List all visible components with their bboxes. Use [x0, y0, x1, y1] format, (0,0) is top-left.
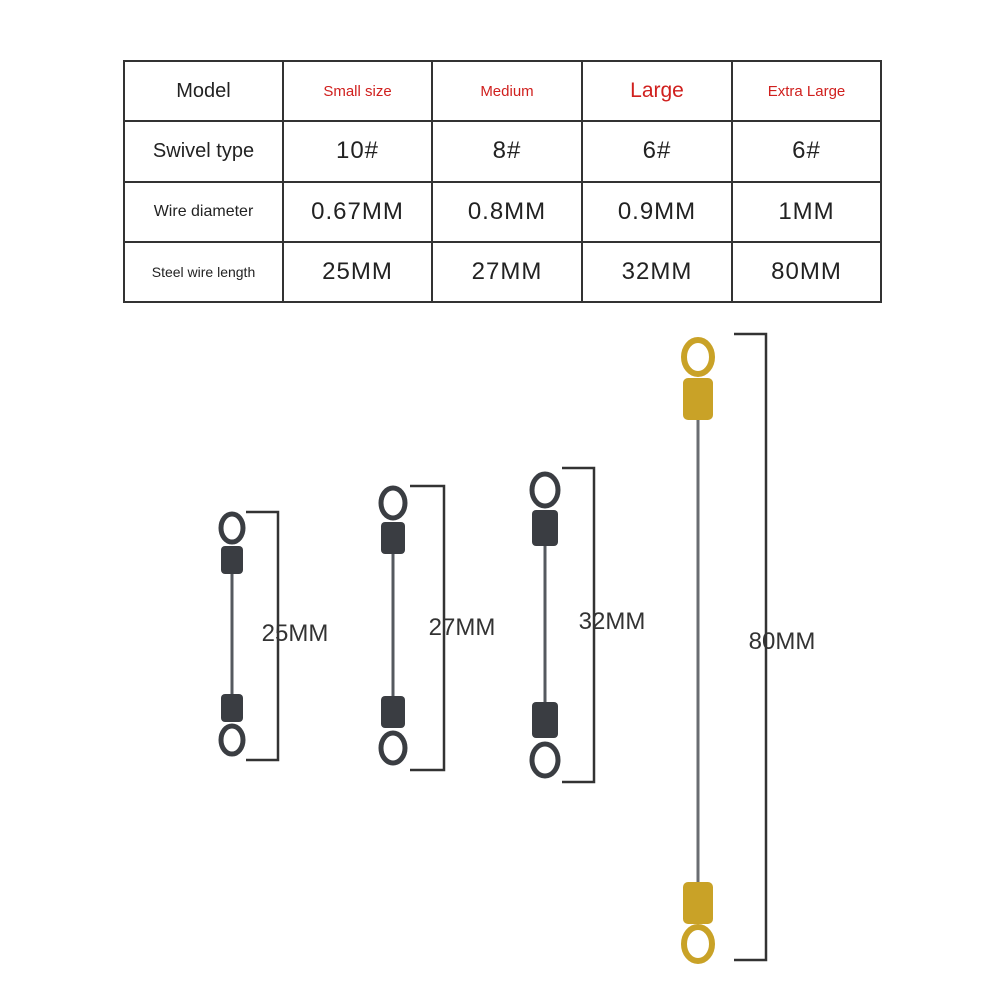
swivel-eye-top: [378, 485, 408, 521]
swivel-illustration: 25MM 27MM 32MM 80MM: [218, 332, 816, 964]
table-row: Wire diameter 0.67MM 0.8MM 0.9MM 1MM: [123, 180, 882, 243]
table-cell: 27MM: [431, 240, 583, 304]
swivel-barrel-top: [381, 522, 405, 554]
table-cell: 80MM: [731, 240, 882, 304]
size-medium-header: Medium: [431, 59, 583, 123]
swivel-small: 25MM: [218, 510, 329, 762]
length-bracket: [562, 466, 596, 784]
table-cell: 8#: [431, 120, 583, 183]
table-header-row: Model Small size Medium Large Extra Larg…: [123, 59, 882, 123]
swivel-barrel-bottom: [532, 702, 558, 738]
swivel-eye-bottom: [378, 730, 408, 766]
swivel-barrel-top: [221, 546, 243, 574]
length-label: 32MM: [579, 608, 646, 635]
wire-diameter-label: Wire diameter: [123, 180, 284, 243]
table-cell: 6#: [731, 120, 882, 183]
table-cell: 0.67MM: [282, 180, 433, 243]
model-header: Model: [123, 59, 284, 123]
swivel-extra-large: 80MM: [681, 332, 816, 964]
length-bracket: [246, 510, 280, 762]
length-bracket: [734, 332, 768, 962]
swivel-eye-top: [218, 511, 246, 545]
swivel-eye-bottom: [529, 741, 561, 779]
swivel-eye-top: [681, 337, 715, 377]
swivel-eye-top: [529, 471, 561, 509]
spec-table: Model Small size Medium Large Extra Larg…: [123, 59, 882, 304]
table-cell: 6#: [581, 120, 733, 183]
size-large-header: Large: [581, 59, 733, 123]
swivel-medium: 27MM: [378, 484, 496, 772]
swivel-barrel-bottom: [221, 694, 243, 722]
steel-wire-length-label: Steel wire length: [123, 240, 284, 304]
swivel-barrel-bottom: [683, 882, 713, 924]
swivel-large: 32MM: [529, 466, 646, 784]
table-cell: 10#: [282, 120, 433, 183]
table-cell: 1MM: [731, 180, 882, 243]
swivel-barrel-bottom: [381, 696, 405, 728]
swivel-barrel-top: [683, 378, 713, 420]
size-small-header: Small size: [282, 59, 433, 123]
table-row: Swivel type 10# 8# 6# 6#: [123, 120, 882, 183]
swivel-type-label: Swivel type: [123, 120, 284, 183]
length-label: 80MM: [749, 628, 816, 655]
swivel-barrel-top: [532, 510, 558, 546]
table-row: Steel wire length 25MM 27MM 32MM 80MM: [123, 240, 882, 304]
table-cell: 32MM: [581, 240, 733, 304]
table-cell: 25MM: [282, 240, 433, 304]
length-label: 25MM: [262, 620, 329, 647]
size-extra-large-header: Extra Large: [731, 59, 882, 123]
length-label: 27MM: [429, 614, 496, 641]
table-cell: 0.9MM: [581, 180, 733, 243]
swivel-eye-bottom: [218, 723, 246, 757]
swivel-eye-bottom: [681, 924, 715, 964]
length-bracket: [410, 484, 446, 772]
table-cell: 0.8MM: [431, 180, 583, 243]
